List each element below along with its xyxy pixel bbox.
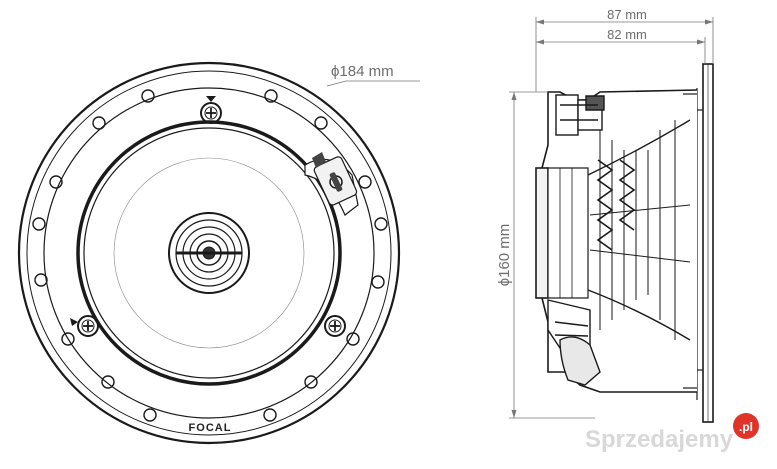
screw-icon (374, 217, 388, 231)
cone-ring (113, 157, 305, 349)
clamp-screw-left (70, 315, 99, 337)
depth-mount-label: 82 mm (607, 27, 647, 42)
tweeter-outer (168, 212, 250, 294)
screw-icon (92, 116, 106, 130)
magnet (535, 167, 549, 299)
watermark-badge-icon (733, 413, 759, 439)
outer-ring-inner-edge (26, 70, 392, 436)
cutout-dimension (509, 91, 595, 419)
screw-icon (371, 275, 385, 289)
mounting-screws (32, 89, 388, 422)
tweeter-switch (304, 152, 359, 216)
side-view (535, 63, 714, 423)
outer-ring (17, 61, 401, 445)
front-view: FOCAL (17, 61, 401, 445)
cutout-diameter-label: ϕ160 mm (496, 224, 513, 287)
screw-icon (358, 175, 372, 189)
outer-diameter-label: ϕ184 mm (331, 63, 394, 80)
flange-details (683, 93, 703, 389)
coil-detail (596, 159, 636, 251)
screw-icon (49, 175, 63, 189)
clamp-screw-top (200, 96, 222, 124)
screw-icon (264, 89, 278, 103)
screw-icon (346, 332, 360, 346)
bottom-clamp (547, 299, 601, 386)
screw-icon (263, 408, 277, 422)
screw-icon (304, 375, 318, 389)
screw-icon (61, 332, 75, 346)
screw-icon (101, 375, 115, 389)
depth-dimensions (535, 17, 714, 92)
watermark-badge-text: .pl (739, 420, 753, 434)
depth-total-label: 87 mm (607, 7, 647, 22)
clamp-screw-right (324, 315, 346, 337)
screw-icon (143, 408, 157, 422)
top-clamp (555, 94, 605, 136)
watermark: Sprzedajemy .pl (585, 413, 759, 453)
brand-label: FOCAL (189, 422, 232, 434)
outer-diameter-callout: ϕ184 mm (326, 63, 420, 87)
screw-icon (34, 273, 48, 287)
watermark-text: Sprzedajemy (585, 426, 734, 453)
screw-icon (141, 89, 155, 103)
flange-ring (43, 87, 375, 419)
screw-icon (32, 217, 46, 231)
surround-inner (83, 127, 335, 379)
screw-icon (314, 116, 328, 130)
